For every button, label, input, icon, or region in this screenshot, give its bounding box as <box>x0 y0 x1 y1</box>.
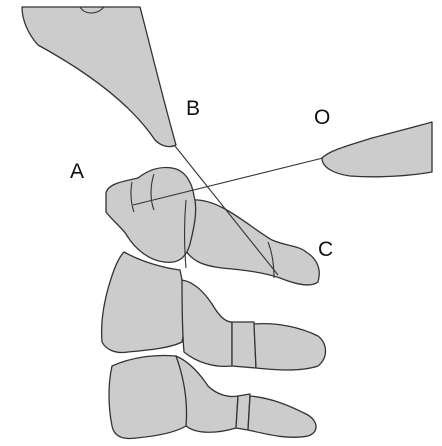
lower-tip <box>248 396 316 437</box>
label-c: C <box>318 238 333 261</box>
middle-segment <box>232 322 256 368</box>
middle-process <box>182 280 232 366</box>
label-a: A <box>70 160 84 183</box>
label-b: B <box>186 97 200 120</box>
upper-bone <box>22 7 176 147</box>
top-bone <box>106 167 196 262</box>
long-bone <box>181 200 320 285</box>
middle-body <box>102 252 185 353</box>
label-o: O <box>314 106 330 129</box>
lower-body <box>109 355 188 438</box>
middle-tip <box>254 324 326 370</box>
right-bone <box>322 122 432 177</box>
